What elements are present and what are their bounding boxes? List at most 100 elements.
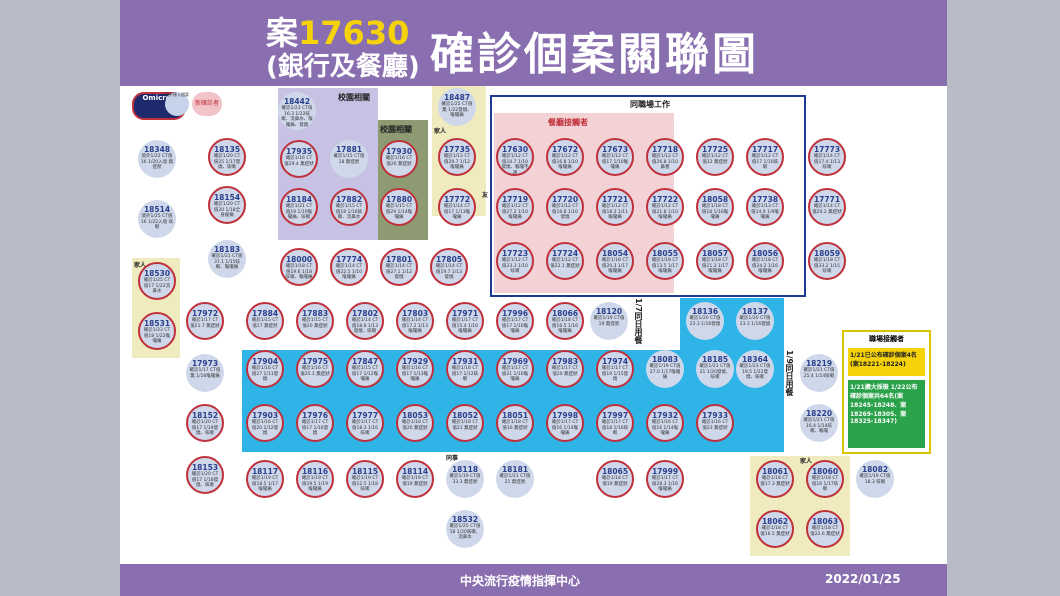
- jan7-label: 1/7同日用餐: [634, 298, 643, 345]
- case-node-detail: 確診1/17 CT值19 1/15發燒: [601, 366, 629, 382]
- case-node-detail: 確診1/18 CT值16 1/17咳嗽: [811, 476, 839, 492]
- case-node-id: 17801: [385, 255, 413, 264]
- case-node-detail: 確診1/19 CT值18.5 1/17喉嚨痛: [251, 476, 279, 492]
- case-node-detail: 確診1/16 CT值17 1/13喉嚨痛: [401, 366, 429, 382]
- case-node-detail: 確診1/14 CT值22.5 1/10喉嚨痛: [335, 264, 363, 280]
- case-node-id: 18137: [741, 307, 769, 316]
- case-node-detail: 確診1/17 CT值18 1/16咳嗽: [601, 420, 629, 436]
- case-node-id: 17996: [501, 309, 529, 318]
- case-node-id: 17998: [551, 411, 579, 420]
- case-node-id: 18117: [251, 467, 279, 476]
- case-node-id: 17933: [701, 411, 729, 420]
- case-node-id: 18062: [761, 517, 789, 526]
- case-node-id: 18051: [501, 411, 529, 420]
- case-node-detail: 境外1/25 CT值16 1/22入境 咳嗽: [140, 214, 174, 230]
- case-node-detail: 確診1/18 CT值19.6 1/18咳嗽、喉嚨痛: [285, 264, 313, 280]
- case-node-detail: 確診1/16 CT值20 1/12發燒: [251, 420, 279, 436]
- case-node-id: 17720: [551, 195, 579, 204]
- case-node-id: 18220: [805, 409, 833, 418]
- case-node-id: 18530: [143, 269, 171, 278]
- case-node-detail: 確診1/12 CT值21.8 1/10喉嚨痛: [651, 204, 679, 220]
- case-node-detail: 確診1/12 CT值22.1 無症狀: [550, 258, 580, 269]
- case-node-id: 17672: [551, 145, 579, 154]
- case-node-detail: 確診1/14 CT值19.7 1/13發燒: [435, 264, 463, 280]
- case-node-detail: 確診1/19 CT值18.3 咳嗽: [859, 474, 891, 485]
- case-node-id: 18348: [143, 145, 171, 154]
- case-node-detail: 確診1/21 CT值16.4 1/14咳嗽、喉嚨: [803, 418, 835, 434]
- case-node-id: 18532: [451, 515, 479, 524]
- case-node-id: 17975: [301, 357, 329, 366]
- case-node-detail: 確診1/16 CT值26 無症狀: [385, 156, 413, 167]
- case-node-detail: 確診1/20 CT值17 1/18發燒、咳嗽: [191, 472, 219, 488]
- case-node-detail: 確診1/12 CT值12 無症狀: [701, 154, 729, 165]
- jan9-label: 1/9同日用餐: [785, 350, 794, 397]
- case-node-detail: 確診1/15 CT值29 1/14喉嚨痛: [385, 204, 413, 220]
- case-node-id: 18114: [401, 467, 429, 476]
- case-node-detail: 確診1/25 CT值18 1/20咳嗽、流鼻水: [449, 524, 481, 540]
- case-node-id: 17880: [385, 195, 413, 204]
- case-node-id: 17883: [301, 309, 329, 318]
- case-node-id: 17974: [601, 357, 629, 366]
- case-node-id: 17738: [751, 195, 779, 204]
- contact-green-note: 1/21擴大採檢 1/22公布確診個案共64名(案18245-18248、案18…: [848, 380, 925, 448]
- case-node-id: 18531: [143, 319, 171, 328]
- case-node-detail: 確診1/18 CT值24.2 1/16喉嚨痛: [751, 258, 779, 274]
- case-node-id: 18183: [213, 245, 241, 254]
- family-label-left: 家人: [134, 262, 147, 269]
- case-node-detail: 確診1/19 CT值33.3 無症狀: [449, 474, 481, 485]
- footer-date: 2022/01/25: [825, 572, 901, 586]
- case-node-detail: 確診1/18 CT值16.5 1/16喉嚨痛: [551, 318, 579, 334]
- contact-yellow-note: 1/21已公布確診個案4名(案18221-18224): [848, 348, 925, 376]
- case-node-id: 17773: [813, 145, 841, 154]
- case-node-detail: 確診1/20 CT值20 1/18全身痠痛: [213, 202, 241, 218]
- case-node-id: 17904: [251, 357, 279, 366]
- contact-panel: 職場接觸者 1/21已公布確診個案4名(案18221-18224) 1/21擴大…: [842, 330, 931, 454]
- case-node-id: 17718: [651, 145, 679, 154]
- case-node-id: 18116: [301, 467, 329, 476]
- case-node-detail: 確診1/12 CT值17 1/10咳嗽: [751, 154, 779, 170]
- case-node-id: 17903: [251, 411, 279, 420]
- case-node-id: 18059: [813, 249, 841, 258]
- case-node-detail: 確診1/16 CT值27 1/11發燒: [251, 366, 279, 382]
- case-node-detail: 確診1/12 CT值16.8 1/10發燒: [551, 204, 579, 220]
- case-node-id: 18442: [283, 97, 311, 106]
- family-label-bottom: 家人: [800, 458, 813, 465]
- case-node-id: 18053: [401, 411, 429, 420]
- workplace-zone: [490, 95, 806, 297]
- case-node-detail: 確診1/17 CT值17 1/16發燒: [301, 420, 329, 436]
- case-node-detail: 確診1/17 CT值28.3 1/16喉嚨痛: [651, 476, 679, 492]
- case-node-detail: 確診1/19 CT值19.5 1/19喉嚨痛: [301, 476, 329, 492]
- case-node-id: 17882: [335, 195, 363, 204]
- case-node-id: 18000: [285, 255, 313, 264]
- friend-label: 友: [482, 192, 489, 199]
- case-node-id: 18063: [811, 517, 839, 526]
- case-node-detail: 確診1/17 CT值21 1/16喉嚨痛: [501, 366, 529, 382]
